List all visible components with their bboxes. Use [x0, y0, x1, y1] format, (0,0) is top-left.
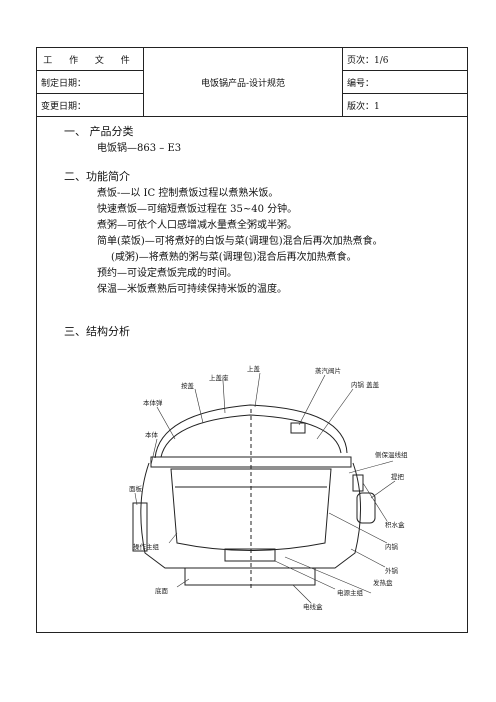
lid-outline [154, 404, 348, 459]
leader-heater [284, 556, 372, 594]
section-3-title: 三、结构分析 [64, 325, 130, 338]
label-control-board: 操作主组 [133, 542, 160, 551]
function-line: 简单(菜饭)—可将煮好的白饭与菜(调理包)混合后再次加热煮食。 [97, 236, 383, 247]
steam-valve-shape [290, 422, 306, 434]
panel-shape [132, 502, 148, 552]
lid-inner [160, 414, 342, 458]
made-date-cell: 制定日期： [37, 70, 144, 94]
label-hinge: 按盖 [181, 381, 195, 390]
heater-shape [224, 548, 276, 562]
outer-body-shape [140, 462, 361, 569]
base-shape [184, 568, 316, 586]
function-line: 煮粥—可依个人口感增减水量煮全粥或半粥。 [97, 220, 297, 231]
label-top-cover: 上盖 [247, 364, 261, 373]
page-cell: 页次：1/6 [342, 48, 467, 71]
leader-latch [156, 406, 176, 440]
leader-handle [370, 480, 396, 499]
leader-panel [134, 492, 138, 506]
section-1-line: 电饭锅—863 – E3 [97, 143, 182, 154]
leader-cord [292, 584, 312, 604]
leader-inner-cover [316, 388, 354, 440]
change-date-cell: 变更日期： [37, 93, 144, 117]
leader-water-box [362, 482, 388, 522]
work-doc-cell: 工 作 文 件 [37, 48, 144, 71]
leader-insulation [348, 460, 394, 474]
label-handle: 提把 [391, 472, 405, 481]
document-frame: 工 作 文 件 电饭锅产品-设计规范 页次：1/6 制定日期： 编号： 变更日期… [36, 47, 468, 633]
inner-pot-shape [170, 468, 332, 551]
leader-body [150, 438, 158, 466]
function-line: 预约—可设定煮饭完成的时间。 [97, 268, 237, 279]
function-line: 快速煮饭—可缩短煮饭过程在 35~40 分钟。 [97, 204, 298, 215]
version-cell: 版次：1 [342, 93, 467, 117]
leader-inner-pot [328, 512, 388, 544]
rice-cooker-structure-diagram: 上盖 上盖座 按盖 蒸汽阀片 内锅 盖盖 本体弹 本体 侧保温线组 提把 积水盒… [129, 364, 408, 611]
function-line: 煮饭-—以 IC 控制煮饭过程以煮熟米饭。 [97, 188, 279, 199]
section-1-title: 一、 产品分类 [64, 125, 134, 138]
label-top-seat: 上盖座 [209, 373, 229, 382]
label-inner-cover: 内锅 盖盖 [351, 380, 380, 389]
label-cord-seat: 电线盒 [303, 602, 323, 611]
label-power-board: 电源主组 [337, 588, 364, 597]
leader-top-seat [222, 380, 226, 414]
leader-base [176, 578, 190, 588]
label-base: 底面 [155, 586, 169, 595]
label-steam-valve: 蒸汽阀片 [315, 366, 341, 375]
leader-steam [298, 374, 326, 426]
label-outer-pot: 外锅 [385, 566, 399, 575]
header-table: 工 作 文 件 电饭锅产品-设计规范 页次：1/6 制定日期： 编号： 变更日期… [37, 48, 467, 117]
label-heater: 发热盘 [373, 578, 393, 587]
function-line: (咸粥)—将煮熟的粥与菜(调理包)混合后再次加热煮食。 [111, 252, 357, 263]
function-line: 保温—米饭煮熟后可持续保持米饭的温度。 [97, 284, 287, 295]
label-main-body: 本体 [145, 430, 159, 439]
leader-power [274, 560, 336, 590]
document-title: 电饭锅产品-设计规范 [143, 48, 343, 117]
leader-control [168, 532, 178, 544]
number-cell: 编号： [342, 70, 467, 94]
label-panel: 面板 [129, 484, 143, 493]
leader-hinge [194, 388, 204, 424]
label-insulation: 侧保温线组 [375, 450, 408, 459]
leader-top-cover [254, 372, 261, 408]
section-2-title: 二、功能简介 [64, 170, 130, 183]
handle-shape [356, 492, 376, 524]
label-water-box: 积水盒 [385, 520, 405, 529]
label-main-latch: 本体弹 [143, 398, 163, 407]
leader-outer-pot [350, 548, 386, 568]
label-inner-pot: 内锅 [385, 542, 399, 551]
